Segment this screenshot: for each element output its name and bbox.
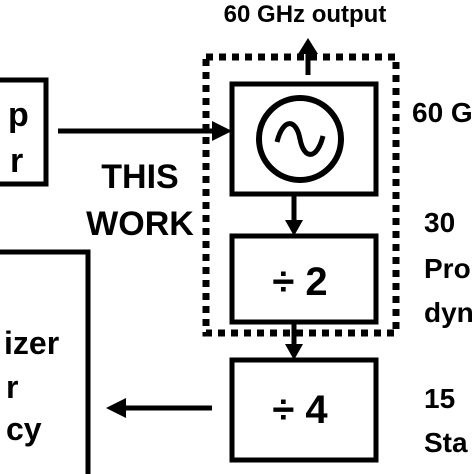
arrow-osc-to-div2 xyxy=(285,194,303,236)
oscillator-icon xyxy=(256,95,344,183)
arrow-to-oscillator xyxy=(58,121,232,141)
this-work-region xyxy=(202,53,400,337)
reference-box-top-line2: r xyxy=(10,142,23,180)
div4-frequency-label: 15 xyxy=(424,383,455,414)
output-arrow xyxy=(298,38,318,75)
reference-box-top xyxy=(0,77,49,187)
oscillator-block xyxy=(229,81,379,197)
divide-by-4-block xyxy=(229,357,379,463)
this-work-label-line1: THIS xyxy=(101,158,178,196)
div2-desc-line2: dyn xyxy=(424,297,474,328)
synthesizer-box-line2: r xyxy=(6,369,18,405)
div2-desc-line1: Pro xyxy=(424,253,471,284)
divide-by-2-label: ÷ 2 xyxy=(272,260,327,304)
this-work-label-line2: WORK xyxy=(86,205,194,243)
divide-by-2-block xyxy=(229,233,379,325)
div4-desc-line1: Sta xyxy=(424,427,468,458)
synthesizer-box-line3: cy xyxy=(6,411,42,447)
reference-box-top-line1: p xyxy=(8,96,29,134)
synthesizer-box xyxy=(0,249,91,474)
arrow-to-synthesizer xyxy=(106,398,212,418)
divide-by-4-label: ÷ 4 xyxy=(272,388,328,432)
synthesizer-box-line1: izer xyxy=(4,325,59,361)
arrow-div2-to-div4 xyxy=(285,322,303,360)
osc-frequency-label: 60 G xyxy=(412,97,473,128)
div2-frequency-label: 30 xyxy=(424,207,455,238)
output-label: 60 GHz output xyxy=(224,1,387,28)
